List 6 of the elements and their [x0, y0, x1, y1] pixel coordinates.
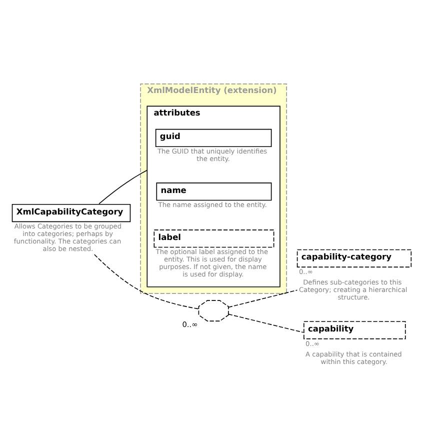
connector	[94, 254, 199, 310]
connector	[98, 170, 148, 204]
node-label: 0..∞	[182, 320, 198, 330]
connector	[228, 314, 304, 333]
connector	[228, 290, 298, 308]
node-octagon	[198, 300, 229, 322]
